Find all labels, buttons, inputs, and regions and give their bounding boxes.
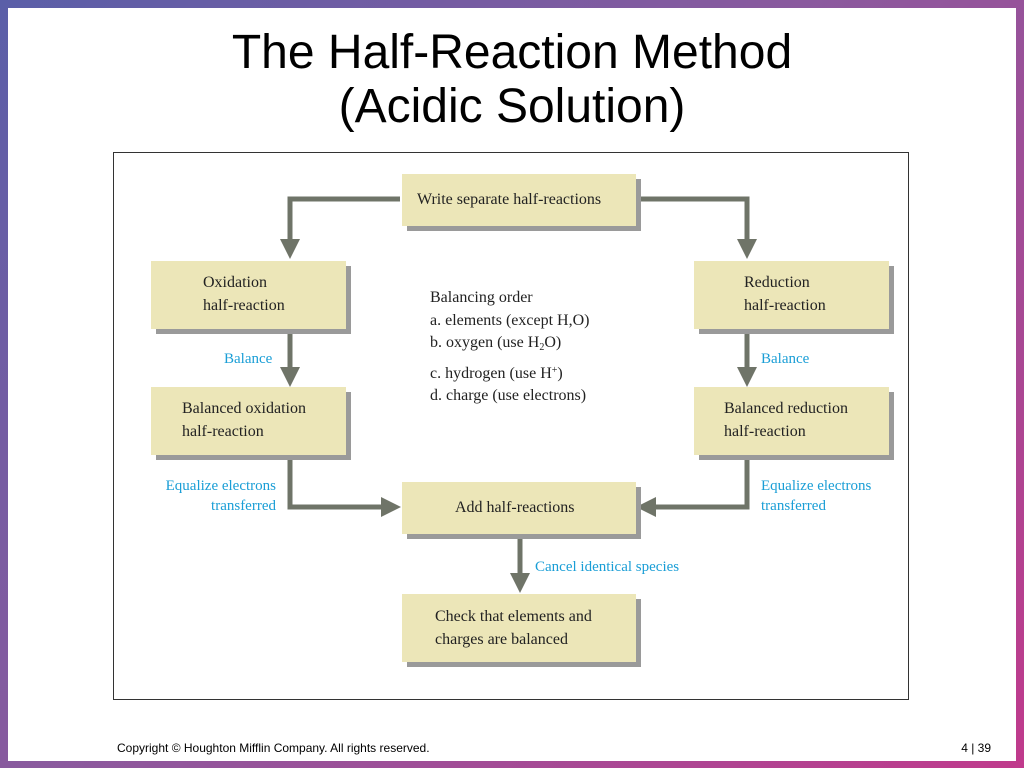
box-text: half-reaction [724,423,806,440]
box-reduction: Reduction half-reaction [694,261,889,329]
balancing-order-list: Balancing order a. elements (except H,O)… [430,287,589,408]
balancing-step-c: c. hydrogen (use H+) [430,360,589,386]
box-balanced-oxidation: Balanced oxidation half-reaction [151,387,346,455]
box-write-half-reactions: Write separate half-reactions [402,174,636,226]
label-text: Balance [761,351,810,367]
box-text: charges are balanced [435,631,568,648]
box-text: Balanced reduction [724,400,848,417]
balancing-step-a: a. elements (except H,O) [430,311,590,329]
label-equalize-left: Equalize electrons transferred [150,476,276,516]
footer-copyright: Copyright © Houghton Mifflin Company. Al… [117,741,430,755]
box-text: Reduction [744,274,810,291]
title-line-1: The Half-Reaction Method [231,26,793,79]
balancing-order-heading: Balancing order [430,289,533,306]
box-text: Balanced oxidation [182,400,306,417]
label-text: transferred [211,498,276,514]
box-balanced-reduction: Balanced reduction half-reaction [694,387,889,455]
label-cancel-identical: Cancel identical species [535,557,679,577]
arrow-write-to-reduction [638,196,757,259]
box-add-half-reactions: Add half-reactions [402,482,636,534]
arrow-balanced-reduction-to-add [636,458,750,517]
subscript: 2 [539,342,545,353]
label-text: transferred [761,498,826,514]
step-text: ) [557,364,563,382]
step-text: b. oxygen (use H [430,334,540,351]
title-line-2: (Acidic Solution) [338,80,686,133]
arrow-balanced-oxidation-to-add [287,458,401,517]
footer-page-number: 4 | 39 [961,741,991,755]
balancing-step-d: d. charge (use electrons) [430,387,587,404]
box-text: Add half-reactions [455,499,575,516]
label-text: Balance [224,351,273,367]
balancing-step-b: b. oxygen (use H2O) [430,332,589,360]
label-text: Equalize electrons [761,478,872,494]
arrow-write-to-oxidation [280,196,400,259]
step-text: O) [544,334,562,351]
label-equalize-right: Equalize electrons transferred [761,476,871,516]
box-text: Write separate half-reactions [417,191,602,208]
box-text: Check that elements and [435,608,592,625]
superscript: + [551,364,558,376]
box-text: half-reaction [744,297,826,314]
box-text: half-reaction [182,423,264,440]
box-text: half-reaction [203,297,285,314]
step-text: c. hydrogen (use H [430,364,552,382]
page-title: The Half-Reaction Method (Acidic Solutio… [0,26,1024,134]
label-text: Cancel identical species [535,559,680,575]
label-balance-right: Balance [761,349,809,369]
label-balance-left: Balance [224,349,272,369]
label-text: Equalize electrons [165,478,276,494]
box-text: Oxidation [203,274,267,291]
box-check-balanced: Check that elements and charges are bala… [402,594,636,662]
box-oxidation: Oxidation half-reaction [151,261,346,329]
